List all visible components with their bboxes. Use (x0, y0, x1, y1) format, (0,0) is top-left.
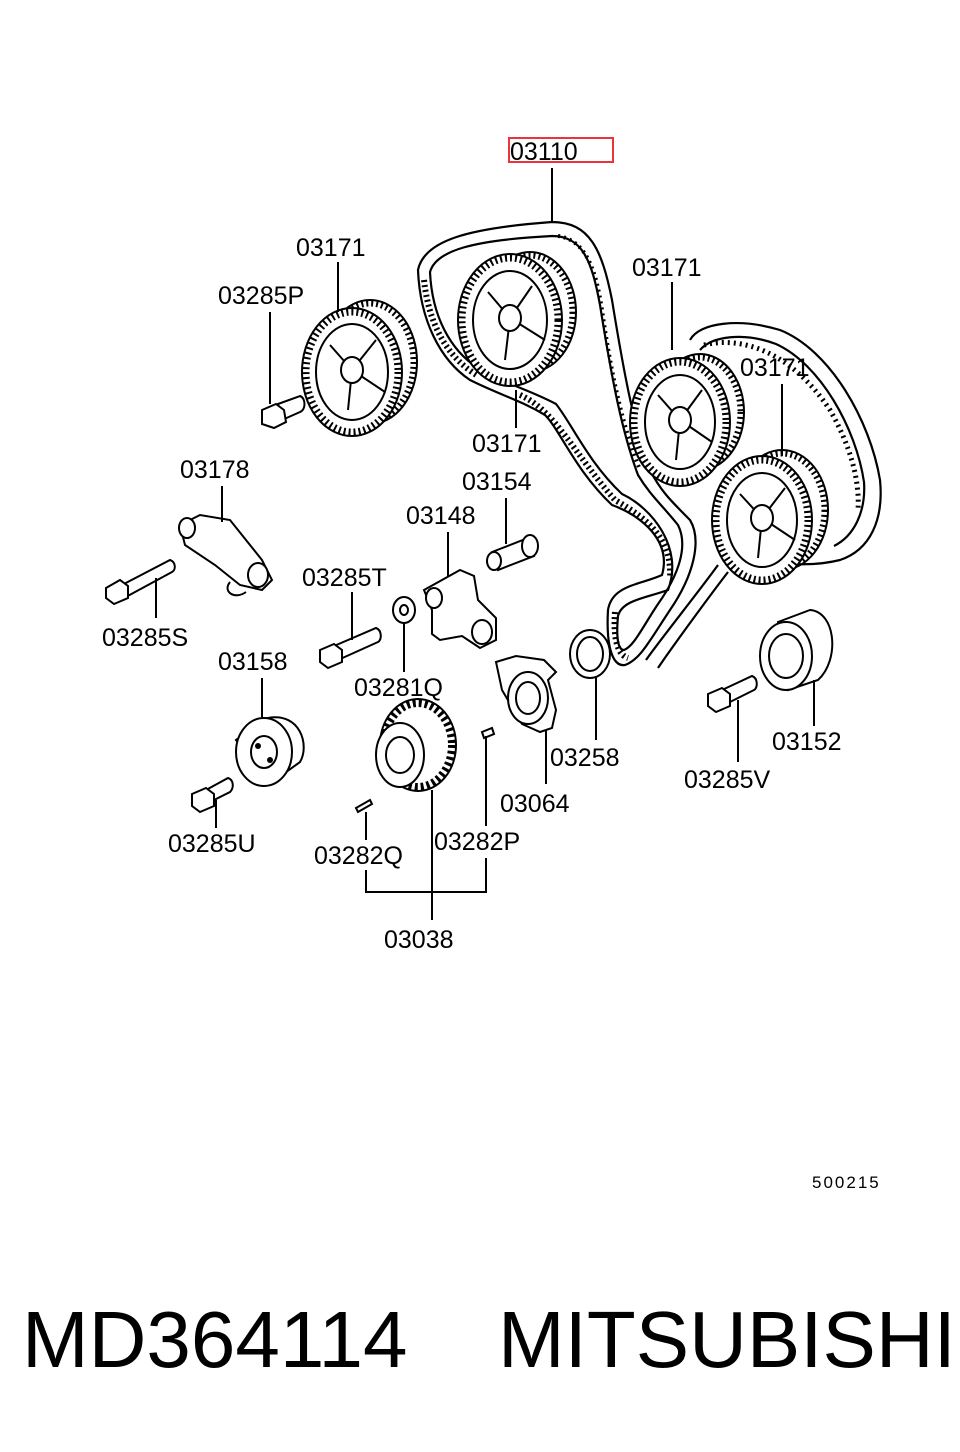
camshaft-sprocket-center[interactable] (457, 251, 577, 387)
label-flange-plate[interactable]: 03064 (500, 790, 570, 818)
part-number: MD364114 (22, 1295, 408, 1384)
bolt-03285u[interactable] (191, 776, 234, 814)
label-bolt-t[interactable]: 03285T (302, 564, 387, 592)
label-tensioner-arm[interactable]: 03178 (180, 456, 250, 484)
tensioner-bracket-03148[interactable] (422, 568, 497, 650)
brand-name: MITSUBISHI (498, 1295, 956, 1384)
bolt-03285t[interactable] (319, 626, 382, 670)
washer-03281q[interactable] (392, 596, 416, 624)
label-bolt-s[interactable]: 03285S (102, 624, 188, 652)
camshaft-sprocket-right-lower[interactable] (711, 449, 829, 585)
idler-spacer-03154[interactable] (486, 534, 539, 572)
label-idler-pulley[interactable]: 03152 (772, 728, 842, 756)
callout-labels: 03110 03171 03285P 03171 03171 03171 031… (102, 138, 881, 1192)
label-pin-p[interactable]: 03282P (434, 828, 520, 856)
label-pin-q[interactable]: 03282Q (314, 842, 403, 870)
highlight-box (508, 137, 614, 163)
label-sprocket-top-left[interactable]: 03171 (296, 234, 366, 262)
crankshaft-sprocket-03038[interactable] (375, 698, 457, 792)
label-flange-ring[interactable]: 03258 (550, 744, 620, 772)
label-tensioner-pulley[interactable]: 03158 (218, 648, 288, 676)
camshaft-sprocket-right-upper[interactable] (629, 353, 745, 487)
label-sprocket-center[interactable]: 03171 (472, 430, 542, 458)
label-washer[interactable]: 03281Q (354, 674, 443, 702)
label-idler-spacer[interactable]: 03154 (462, 468, 532, 496)
label-tensioner-bracket[interactable]: 03148 (406, 502, 476, 530)
label-belt[interactable]: 03110 (510, 138, 578, 166)
bolt-03285p[interactable] (261, 394, 306, 430)
label-sprocket-right-upper[interactable]: 03171 (632, 254, 702, 282)
flange-ring-03258[interactable] (569, 629, 611, 679)
tensioner-pulley-03158[interactable] (234, 716, 305, 787)
pin-03282q[interactable] (354, 798, 374, 814)
bolt-03285v[interactable] (707, 674, 758, 714)
tensioner-arm-03178[interactable] (178, 513, 274, 597)
flange-plate-03064[interactable] (494, 654, 558, 734)
label-crank-sprocket-group[interactable]: 03038 (384, 926, 454, 954)
label-sprocket-right-lower[interactable]: 03171 (740, 354, 810, 382)
pin-03282p[interactable] (480, 726, 496, 740)
timing-belt[interactable] (416, 220, 882, 669)
idler-pulley-03152[interactable] (759, 608, 834, 692)
bolt-03285s[interactable] (105, 558, 176, 606)
product-footer: MD364114 MITSUBISHI (0, 1295, 960, 1385)
diagram-reference-number: 500215 (812, 1173, 881, 1192)
label-bolt-v[interactable]: 03285V (684, 766, 771, 794)
leader-lines (155, 168, 815, 920)
label-bolt-p[interactable]: 03285P (218, 282, 304, 310)
camshaft-sprocket-top-left[interactable] (301, 299, 418, 437)
label-bolt-u[interactable]: 03285U (168, 830, 256, 858)
